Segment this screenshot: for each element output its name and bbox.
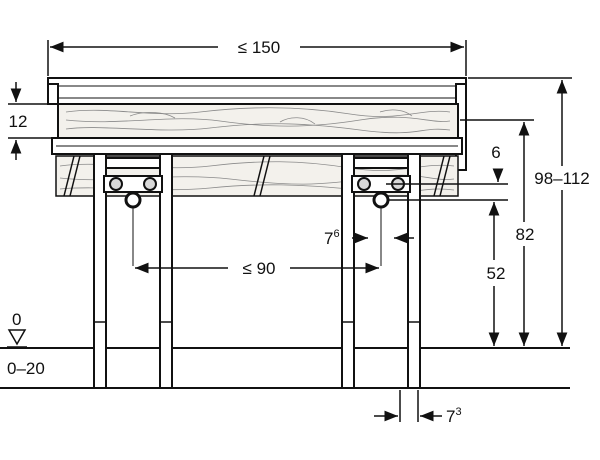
board-thickness-label: 12	[9, 112, 28, 131]
pipe-height-label: 52	[487, 264, 506, 283]
floor-level-marker	[7, 329, 27, 348]
overall-width-label: ≤ 150	[238, 38, 280, 57]
wood-board	[57, 103, 459, 139]
pipe-spacing-label: ≤ 90	[243, 259, 276, 278]
right-leg-frame	[341, 153, 421, 389]
dim-board-thickness	[8, 82, 58, 160]
frame-offset-label: 76	[324, 228, 340, 248]
dim-right-verticals	[386, 77, 572, 346]
floor-range-label: 0–20	[7, 359, 45, 378]
floor-lines	[0, 347, 570, 389]
dim-overall-width	[47, 40, 467, 76]
top-frame	[47, 77, 467, 171]
left-leg-frame	[93, 153, 173, 389]
board-height-label: 82	[516, 225, 535, 244]
total-height-label: 98–112	[534, 169, 589, 188]
lower-rail	[51, 137, 463, 155]
dim-leg-width	[374, 390, 442, 422]
pipe-offset-label: 6	[491, 143, 500, 162]
floor-zero-label: 0	[12, 310, 21, 329]
leg-width-label: 73	[446, 406, 462, 426]
